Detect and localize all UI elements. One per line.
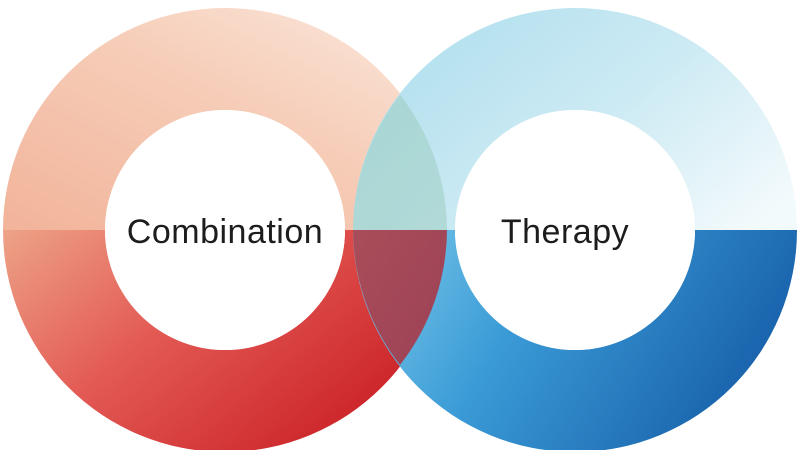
left-ring-top-half [3, 8, 447, 230]
right-ring-label: Therapy [501, 213, 629, 251]
overlap-bottom [353, 230, 447, 365]
left-ring-bottom-half [3, 230, 447, 450]
overlap-top [353, 95, 447, 230]
right-ring-bottom-half [353, 230, 797, 450]
right-ring-top-half [353, 8, 797, 230]
right-ring-hole [455, 110, 695, 350]
left-ring-label: Combination [127, 213, 323, 251]
left-ring-hole [105, 110, 345, 350]
